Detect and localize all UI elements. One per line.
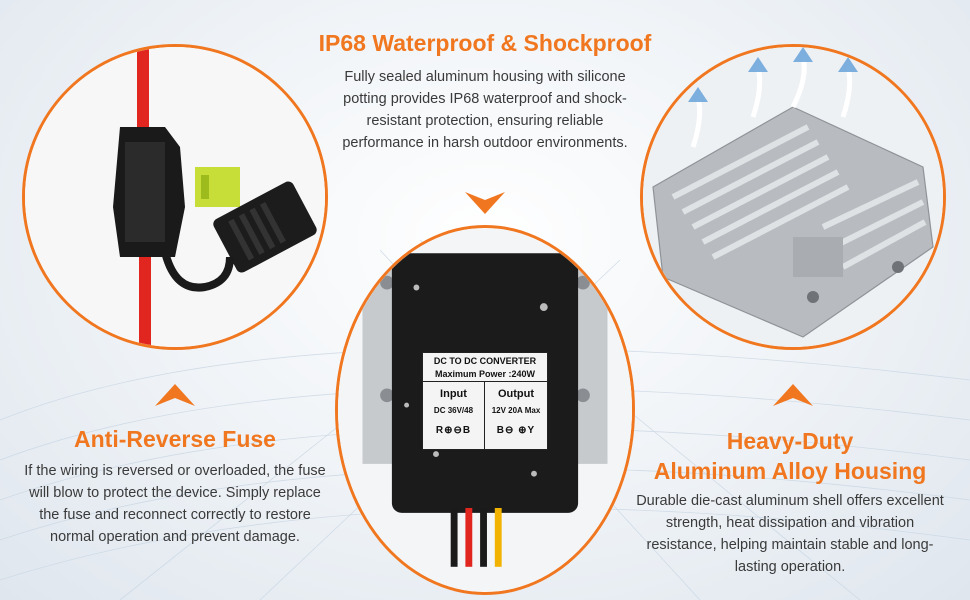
converter-image: [335, 225, 635, 595]
label-output-spec: 12V 20A Max: [491, 406, 541, 415]
label-power: Maximum Power :240W: [434, 369, 536, 379]
arrow-up-icon: [773, 384, 813, 406]
housing-title: Heavy-Duty Aluminum Alloy Housing: [630, 426, 950, 486]
label-input-head: Input: [440, 388, 467, 400]
arrow-down-icon: [465, 192, 505, 214]
label-output-head: Output: [497, 388, 535, 400]
heatsink-icon: [643, 47, 943, 347]
fuse-title: Anti-Reverse Fuse: [74, 426, 276, 452]
label-output-terminals: B⊖ ⊕Y: [496, 425, 536, 436]
housing-title-line1: Heavy-Duty: [726, 428, 854, 454]
heatsink-image: [640, 44, 946, 350]
label-title: DC TO DC CONVERTER: [433, 356, 537, 366]
converter-icon: [338, 228, 632, 592]
label-input-terminals: R⊕⊖B: [435, 425, 472, 436]
fuse-holder-icon: [25, 47, 325, 347]
fuse-description: If the wiring is reversed or overloaded,…: [24, 463, 326, 545]
housing-description: Durable die-cast aluminum shell offers e…: [636, 493, 944, 575]
arrow-up-icon: [155, 384, 195, 406]
product-label: DC TO DC CONVERTER Maximum Power :240W I…: [422, 352, 548, 450]
housing-title-line2: Aluminum Alloy Housing: [653, 458, 927, 484]
waterproof-description: Fully sealed aluminum housing with silic…: [342, 69, 628, 151]
label-input-spec: DC 36V/48: [433, 406, 474, 415]
waterproof-title: IP68 Waterproof & Shockproof: [318, 30, 652, 56]
fuse-image: [22, 44, 328, 350]
